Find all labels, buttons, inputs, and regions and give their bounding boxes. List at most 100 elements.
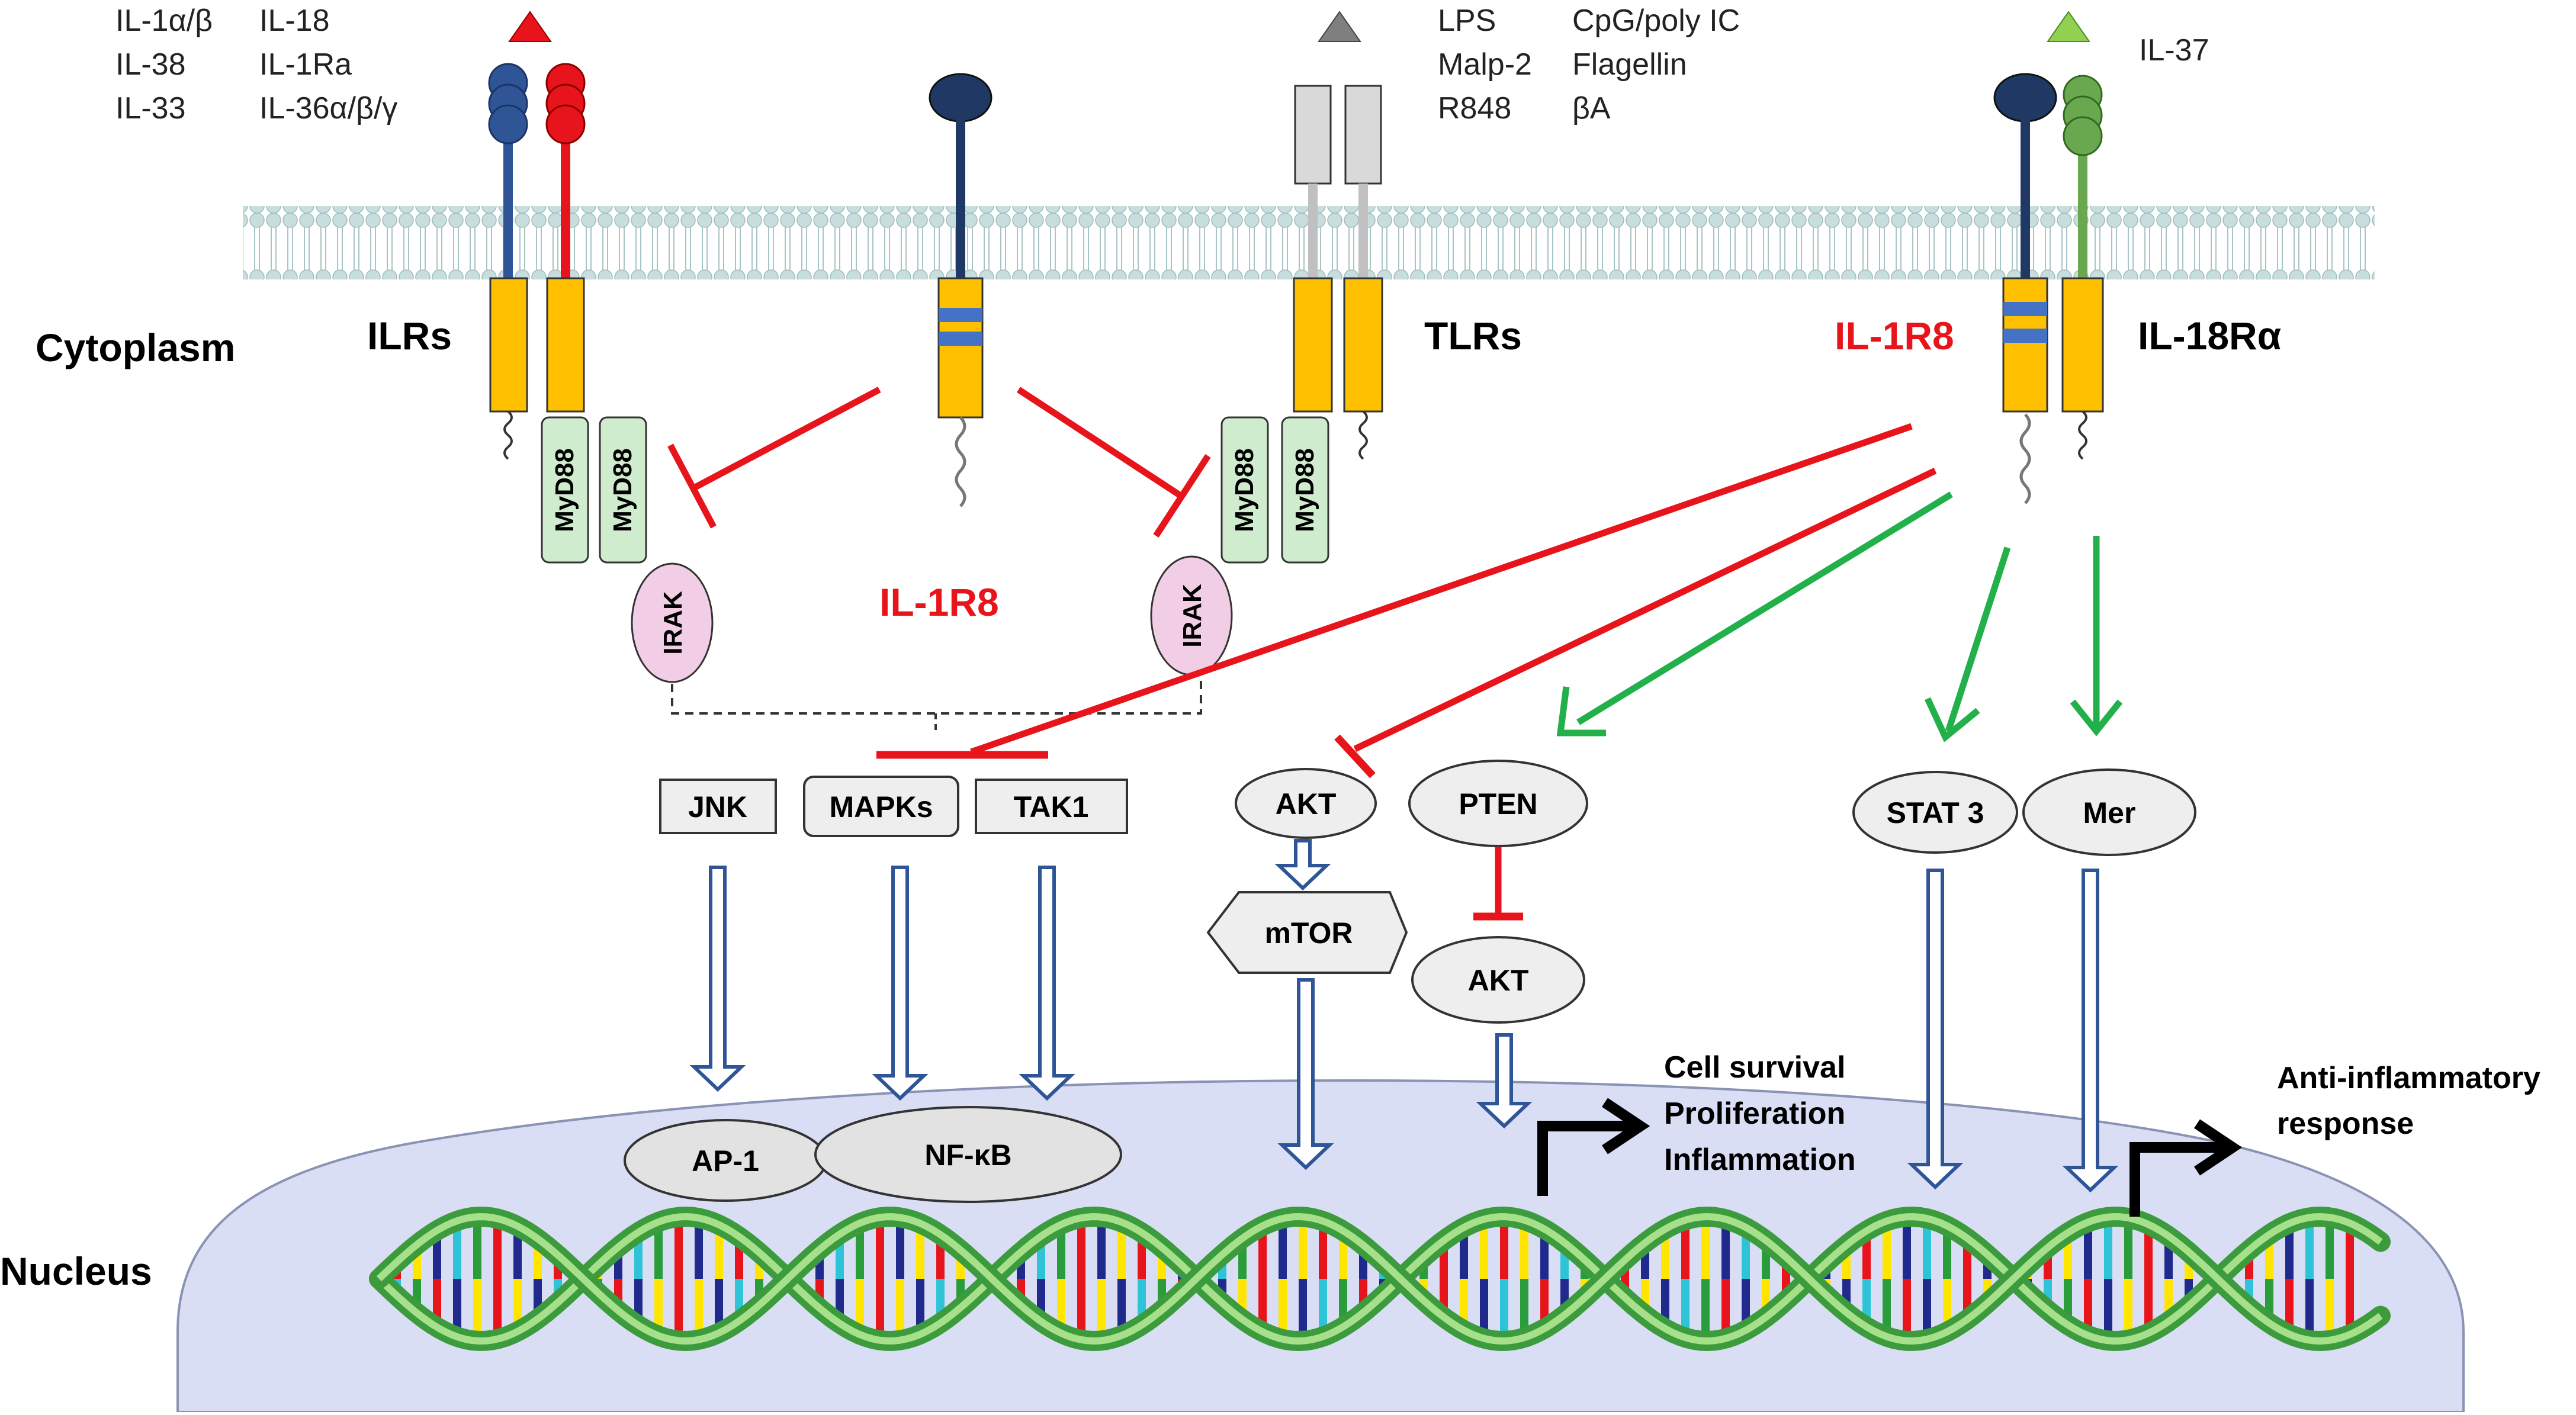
akt-top-label: AKT [1276, 787, 1337, 821]
base-pair [916, 1279, 924, 1334]
base-pair [2305, 1279, 2314, 1340]
il18ra-label: IL-18Rα [2138, 314, 2281, 358]
activation-to-stat3 [1925, 546, 2011, 742]
base-pair [1077, 1218, 1085, 1279]
base-pair [1883, 1221, 1891, 1279]
mer-node: Mer [2022, 768, 2196, 856]
ilr-myd88-pair: MyD88 MyD88 [541, 416, 647, 564]
hollow-arrow-5 [1277, 978, 1334, 1170]
base-pair [1500, 1279, 1508, 1341]
base-pair [2124, 1218, 2132, 1279]
jnk-node: JNK [659, 779, 777, 834]
ilr-ligands: IL-1α/β IL-18 IL-38 IL-1Ra IL-33 IL-36α/… [115, 4, 397, 126]
base-pair [1258, 1226, 1267, 1279]
inhibition-to-ilr-myd88 [667, 387, 881, 529]
base-pair [1299, 1217, 1307, 1279]
base-pair [2124, 1279, 2132, 1340]
inhibition-pten-akt [1473, 847, 1523, 921]
pten-label: PTEN [1459, 787, 1537, 821]
hollow-arrow-3 [1019, 866, 1075, 1101]
outcome-proliferation: Proliferation [1664, 1096, 1845, 1131]
base-pair [1943, 1226, 1951, 1279]
pten-node: PTEN [1408, 760, 1588, 847]
base-pair [1097, 1217, 1106, 1279]
akt-bottom-label: AKT [1468, 964, 1529, 997]
base-pair [1057, 1279, 1065, 1333]
base-pair [2346, 1279, 2354, 1335]
tlr-myd88-2: MyD88 [1290, 448, 1319, 532]
base-pair [1480, 1279, 1488, 1339]
base-pair [2144, 1279, 2153, 1333]
ligand-r848: R848 [1438, 91, 1511, 126]
base-pair [2104, 1217, 2112, 1279]
base-pair [1520, 1220, 1528, 1279]
base-pair [715, 1279, 723, 1333]
ligand-il1ab: IL-1α/β [115, 4, 213, 38]
mer-label: Mer [2083, 796, 2136, 829]
il37-triangle-icon [2047, 11, 2090, 42]
base-pair [876, 1217, 884, 1279]
hollow-arrows [689, 839, 2119, 1193]
base-pair [2285, 1223, 2294, 1279]
outcome-response: response [2277, 1107, 2414, 1141]
transcription-arrow-left [1537, 1098, 1650, 1196]
base-pair [1923, 1279, 1931, 1339]
base-pair [1319, 1279, 1327, 1337]
il1r8-center-label: IL-1R8 [879, 580, 999, 624]
base-pair [1903, 1217, 1911, 1279]
base-pair [674, 1217, 683, 1279]
tlr-irak-label: IRAK [1178, 584, 1207, 648]
ligand-ba: βA [1572, 91, 1611, 126]
il1r8-center-receptor [929, 73, 993, 507]
base-pair [1279, 1218, 1287, 1279]
base-pair [856, 1223, 864, 1279]
ilrs-label: ILRs [367, 314, 452, 358]
base-pair [473, 1217, 481, 1279]
base-pair [473, 1279, 481, 1341]
mapks-label: MAPKs [829, 790, 933, 824]
stat3-label: STAT 3 [1887, 796, 1984, 829]
base-pair [654, 1279, 663, 1336]
ligand-malp2: Malp-2 [1438, 47, 1532, 82]
base-pair [1279, 1279, 1287, 1339]
hollow-arrow-1 [689, 866, 746, 1092]
base-pair [513, 1226, 522, 1279]
cytoplasm-label: Cytoplasm [36, 326, 235, 369]
hollow-arrow-8 [2062, 869, 2119, 1193]
ligand-il38: IL-38 [115, 47, 186, 82]
base-pair [1943, 1279, 1951, 1332]
mapks-node: MAPKs [803, 776, 959, 837]
outcome-cell-survival: Cell survival [1664, 1050, 1845, 1085]
tlr-ligands: LPS CpG/poly IC Malp-2 Flagellin R848 βA [1438, 4, 1740, 126]
ligand-lps: LPS [1438, 4, 1496, 38]
base-pair [1883, 1279, 1891, 1337]
base-pair [1520, 1279, 1528, 1338]
base-pair [1097, 1279, 1106, 1341]
il1r8-right-receptor [1993, 73, 2057, 504]
base-pair [2084, 1222, 2092, 1279]
ap1-label: AP-1 [692, 1144, 759, 1178]
base-pair [916, 1223, 924, 1279]
ligand-flagellin: Flagellin [1572, 47, 1687, 82]
ilr-myd88-1: MyD88 [550, 448, 579, 532]
base-pair [1480, 1219, 1488, 1279]
ilr-irak: IRAK [631, 562, 714, 683]
dna-double-helix [369, 1206, 2391, 1352]
il18ra-receptor [2061, 75, 2104, 460]
tlrs-label: TLRs [1424, 314, 1522, 358]
nucleus-label: Nucleus [0, 1249, 152, 1293]
ligand-il36: IL-36α/β/γ [259, 91, 397, 126]
base-pair [654, 1221, 663, 1279]
nfkb-label: NF-κB [924, 1139, 1011, 1172]
tlr-ligand-triangle-icon [1318, 11, 1361, 42]
base-pair [2346, 1223, 2354, 1279]
base-pair [715, 1224, 723, 1279]
base-pair [1681, 1279, 1690, 1338]
ilr-receptor [488, 63, 586, 460]
base-pair [493, 1279, 502, 1339]
base-pair [1721, 1219, 1730, 1279]
base-pair [2326, 1279, 2334, 1340]
akt-node-top: AKT [1235, 768, 1377, 839]
base-pair [2305, 1217, 2314, 1279]
tlr-receptor [1293, 85, 1383, 460]
